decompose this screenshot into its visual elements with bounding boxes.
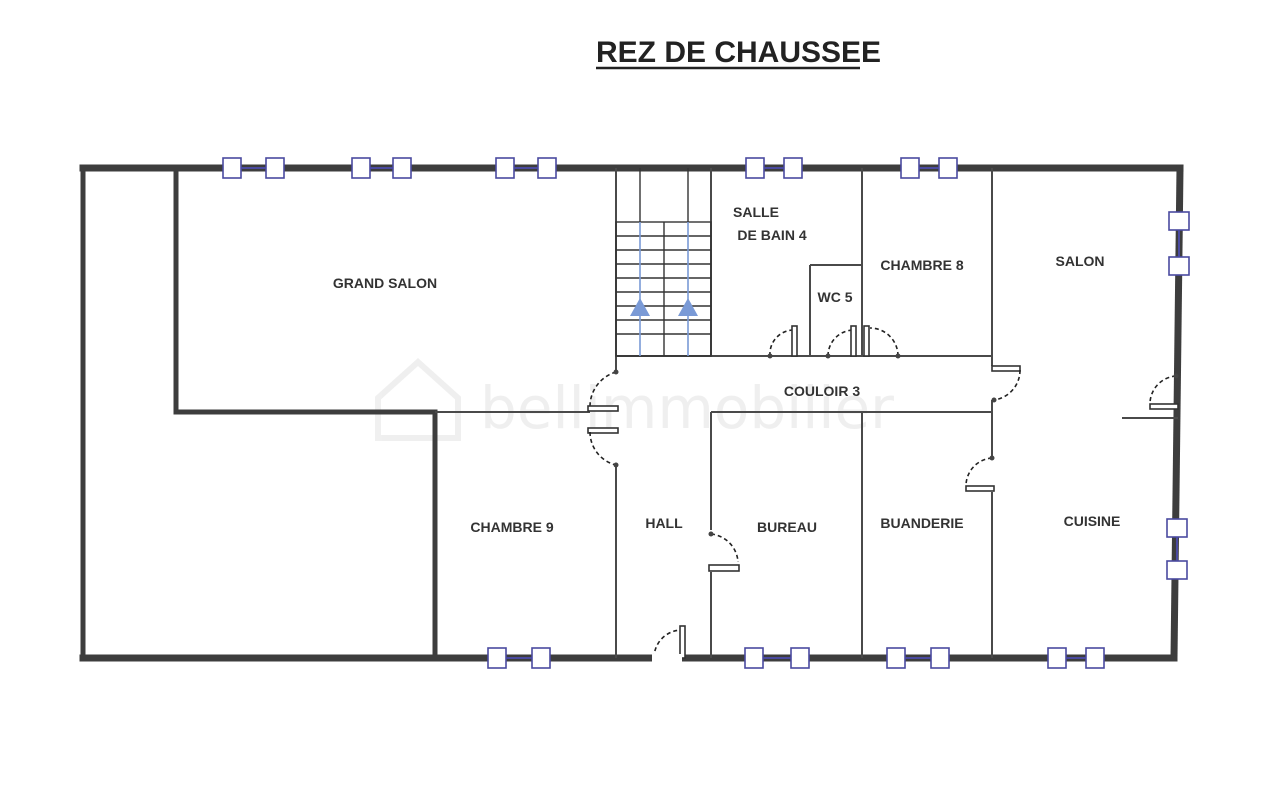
plan-title: REZ DE CHAUSSEE [596, 36, 881, 69]
window [351, 157, 412, 179]
watermark-text: bellimmobilier [480, 374, 894, 442]
stair-arrow-right [678, 298, 698, 316]
watermark: bellimmobilier [375, 357, 894, 442]
door-chambre-9 [587, 427, 619, 468]
staircase [615, 168, 712, 357]
window [900, 157, 958, 179]
window [1168, 211, 1190, 276]
room-label-grand-salon: GRAND SALON [333, 275, 437, 291]
door-salle-de-bain [767, 325, 798, 359]
room-label-wc: WC 5 [818, 289, 853, 305]
door-salon [991, 365, 1021, 403]
door-cuisine [1149, 373, 1179, 410]
door-bureau [708, 531, 740, 572]
door-entrance [652, 625, 686, 663]
window [222, 157, 285, 179]
room-label-salle-de-bain-line2: DE BAIN 4 [737, 227, 806, 243]
window [745, 157, 803, 179]
room-label-salon: SALON [1056, 253, 1105, 269]
doors [587, 325, 1179, 663]
room-label-bureau: BUREAU [757, 519, 817, 535]
window [495, 157, 557, 179]
room-label-chambre-8: CHAMBRE 8 [880, 257, 963, 273]
windows [222, 157, 1190, 669]
door-wc [825, 325, 857, 359]
room-label-salle-de-bain-line1: SALLE [733, 204, 779, 220]
room-label-hall: HALL [645, 515, 683, 531]
window [886, 647, 950, 669]
room-label-buanderie: BUANDERIE [880, 515, 963, 531]
window [1047, 647, 1105, 669]
room-labels: GRAND SALON SALLE DE BAIN 4 WC 5 CHAMBRE… [333, 204, 1121, 535]
room-label-couloir: COULOIR 3 [784, 383, 860, 399]
grand-salon-walls [173, 165, 438, 661]
door-chambre-8 [863, 325, 901, 359]
window [1166, 518, 1188, 580]
watermark-house-icon [375, 357, 461, 441]
window [487, 647, 551, 669]
door-grand-salon [587, 369, 619, 412]
room-label-cuisine: CUISINE [1064, 513, 1121, 529]
stair-arrow-left [630, 298, 650, 316]
door-buanderie [965, 455, 995, 492]
window [744, 647, 810, 669]
room-label-chambre-9: CHAMBRE 9 [470, 519, 553, 535]
